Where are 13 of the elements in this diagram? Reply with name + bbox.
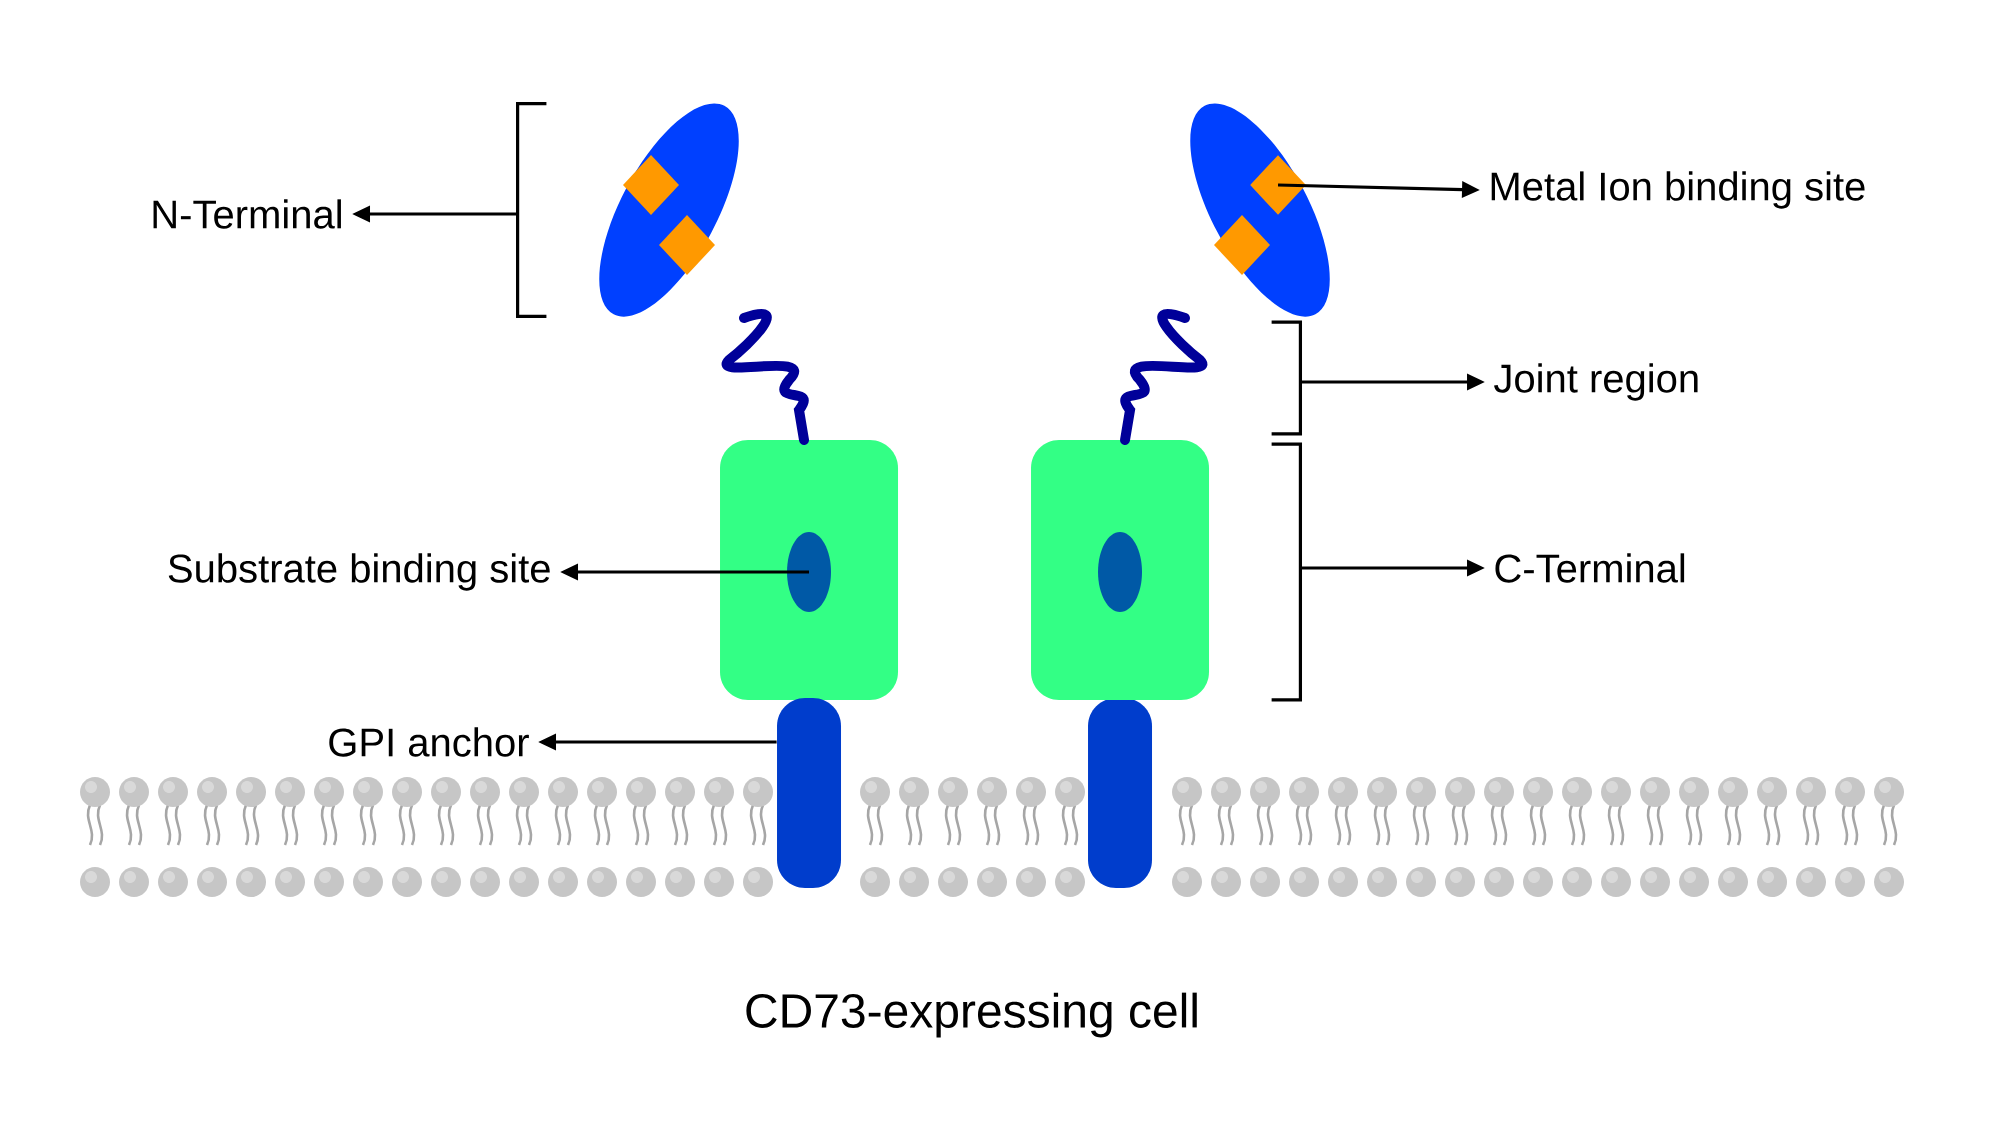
- label-text: Joint region: [1494, 363, 1698, 401]
- binding-site-diamond: [1250, 155, 1306, 215]
- label-text: Substrate binding site: [168, 553, 550, 591]
- label-text: N-Terminal: [153, 199, 341, 229]
- bracket: [1271, 320, 1302, 436]
- label-text: Metal Ion binding site: [1491, 171, 1865, 209]
- label-text: C-Terminal: [1495, 553, 1685, 583]
- binding-site-oval: [787, 532, 831, 612]
- bracket: [1271, 442, 1302, 702]
- label-text: GPI anchor: [329, 727, 529, 757]
- bracket: [516, 102, 547, 318]
- caption: CD73-expressing cell: [746, 992, 1197, 1038]
- anchor-stalk: [777, 698, 841, 888]
